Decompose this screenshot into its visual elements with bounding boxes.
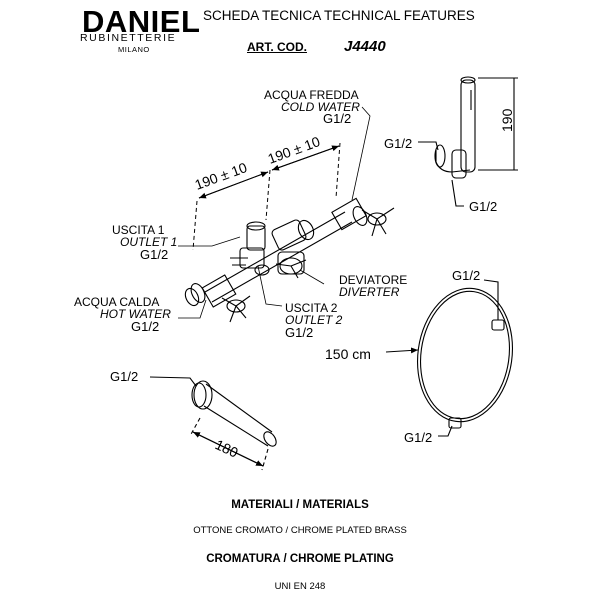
diverter-label: DEVIATORE [339,273,408,287]
shower-holder-thread-top: G1/2 [384,136,413,151]
shower-holder-thread-bottom: G1/2 [469,199,498,214]
brand-city: MILANO [118,45,150,54]
materials-title: MATERIALI / MATERIALS [231,499,369,511]
article-code-label: ART. COD. [247,40,307,54]
plating-value: UNI EN 248 [274,581,326,592]
sheet-title: SCHEDA TECNICA TECHNICAL FEATURES [203,8,475,23]
brand-subtitle: RUBINETTERIE [80,32,177,44]
shower-hose [385,279,514,437]
outlet2-label: USCITA 2 [285,301,338,315]
hot-water-label: ACQUA CALDA [74,295,160,309]
dimension-arrows [198,145,340,199]
dimension-lines [192,142,341,251]
hot-water-en-label: HOT WATER [100,307,171,321]
outlet1-en-label: OUTLET 1 [120,235,178,249]
leader-lines [178,106,371,319]
outlet2-en-label: OUTLET 2 [285,313,343,327]
hose-thread-top: G1/2 [452,268,481,283]
hand-shower [418,76,518,207]
spout-length-text: 180 [213,436,241,460]
valve-body [184,197,395,323]
cold-water-en-label: COLD WATER [281,100,360,114]
spout-thread: G1/2 [110,369,139,384]
outlet2-thread: G1/2 [285,325,314,340]
cold-water-thread: G1/2 [323,111,352,126]
dim-text-a: 190 ± 10 [193,159,250,193]
hose-length: 150 cm [325,346,371,362]
brand-logo: DANIEL [82,4,201,39]
hot-water-thread: G1/2 [131,319,160,334]
article-code: J4440 [344,38,386,55]
outlet1-thread: G1/2 [140,247,169,262]
cold-water-label: ACQUA FREDDA [264,88,359,102]
diverter-en-label: DIVERTER [339,285,400,299]
plating-title: CROMATURA / CHROME PLATING [206,553,394,565]
spout [149,376,277,471]
materials-value: OTTONE CROMATO / CHROME PLATED BRASS [193,525,407,536]
outlet1-label: USCITA 1 [112,223,165,237]
hose-thread-bottom: G1/2 [404,430,433,445]
shower-height-text: 190 [499,108,515,132]
